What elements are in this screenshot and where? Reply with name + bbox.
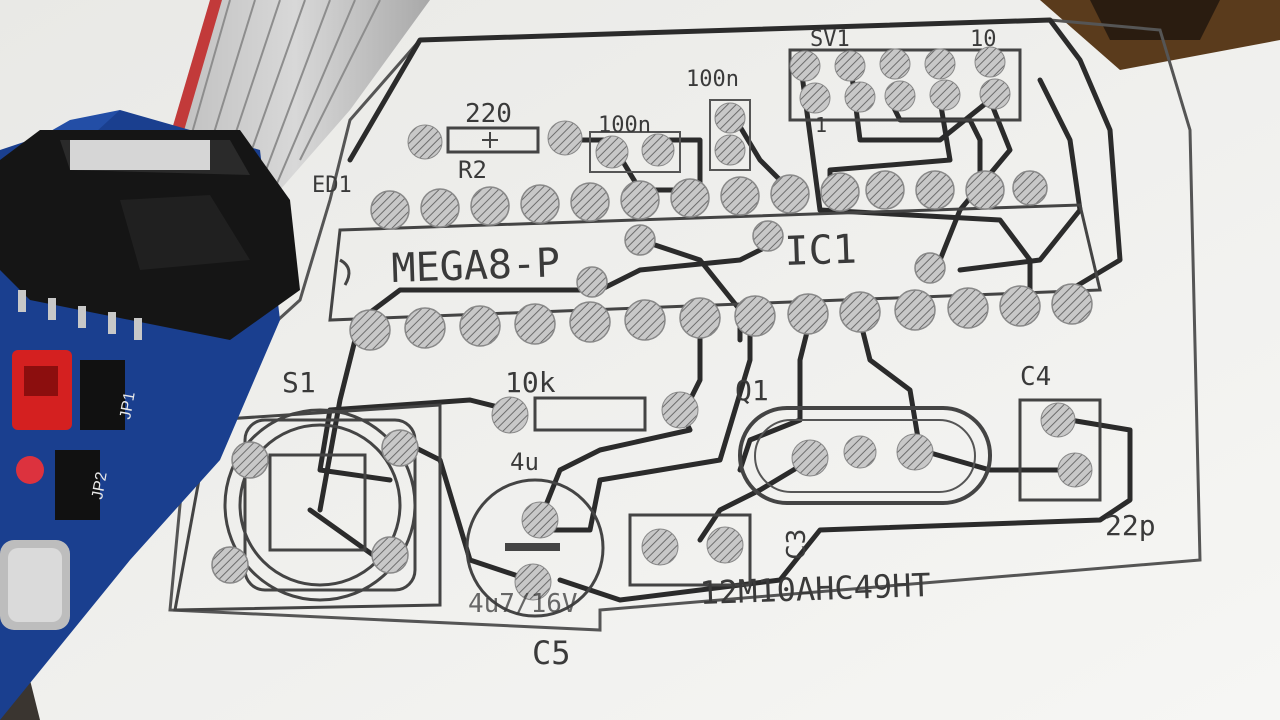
- ic-ref-label: IC1: [784, 227, 858, 275]
- cap-100n-b-label: 100n: [686, 67, 739, 92]
- c3-ref-label: C3: [782, 529, 812, 560]
- cap-c3: [628, 513, 752, 587]
- resistor-r2: [407, 120, 583, 160]
- ic1-bottom-pads: [349, 283, 1093, 351]
- cap-100n-b: [709, 99, 751, 171]
- header-jp1: [80, 360, 125, 430]
- jp1-label: JP1: [117, 390, 139, 420]
- cap-c4: [1018, 398, 1102, 502]
- crystal-q1: [738, 406, 992, 505]
- sv1-pin10-label: 10: [970, 27, 997, 52]
- ic1-top-pads: [370, 170, 1048, 230]
- pin-header: [18, 290, 142, 340]
- switch-s1: [173, 403, 442, 612]
- q1-ref-label: Q1: [735, 374, 769, 407]
- cap-22p-label: 22p: [1105, 509, 1156, 542]
- c5-ref-label: C5: [532, 634, 571, 672]
- sv1-pin1-label: 1: [815, 113, 827, 137]
- s1-ref-label: S1: [282, 366, 316, 399]
- ic-part-label: MEGA8-P: [391, 240, 561, 292]
- c5-value-label: 4u7/16V: [468, 589, 578, 619]
- cap-4u-label: 4u: [510, 448, 539, 476]
- r2-value-label: 220: [465, 99, 512, 129]
- jp2-label: JP2: [89, 470, 111, 500]
- usb-programmer: JP1 JP2: [0, 110, 300, 720]
- ic1-footprint: [328, 203, 1102, 322]
- resistor-10k-label: 10k: [505, 366, 556, 399]
- sv1-connector: [788, 46, 1022, 122]
- vias: [576, 220, 946, 298]
- red-jumper: [12, 350, 72, 484]
- cap-c5: [465, 478, 605, 618]
- cap-100n-a: [589, 131, 681, 173]
- led-ref-label: ED1: [312, 173, 352, 198]
- resistor-10k: [491, 391, 699, 434]
- r2-ref-label: R2: [458, 156, 487, 184]
- cap-100n-a-label: 100n: [598, 113, 651, 138]
- q1-part-label: 12M10AHC49HT: [699, 566, 931, 612]
- sv1-ref-label: SV1: [810, 27, 850, 52]
- header-jp2: [55, 450, 100, 520]
- c4-ref-label: C4: [1020, 362, 1051, 392]
